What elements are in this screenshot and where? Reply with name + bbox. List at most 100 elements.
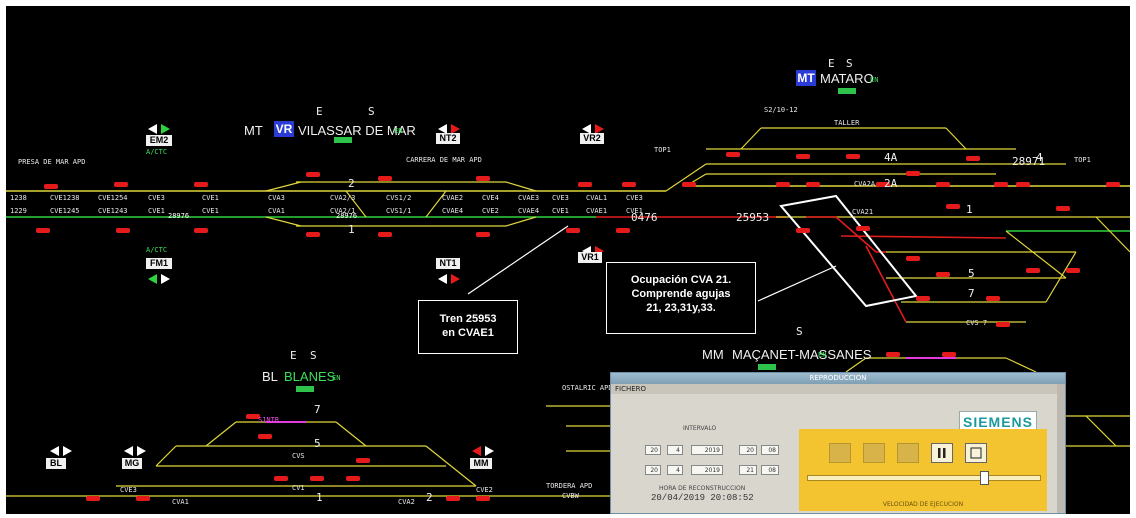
end-minute-field[interactable]: 08 [761, 465, 779, 475]
direction-arrow-left-icon[interactable] [124, 446, 133, 456]
speed-slider-thumb[interactable] [980, 471, 989, 485]
signal-red[interactable] [906, 256, 920, 261]
signal-red[interactable] [936, 272, 950, 277]
direction-arrow-left-icon[interactable] [472, 446, 481, 456]
signal-red[interactable] [856, 226, 870, 231]
signal-red[interactable] [378, 232, 392, 237]
direction-arrow-right-icon[interactable] [161, 124, 170, 134]
block-vr1[interactable]: VR1 [578, 252, 602, 263]
signal-red[interactable] [622, 182, 636, 187]
signal-red[interactable] [476, 232, 490, 237]
end-day-field[interactable]: 20 [645, 465, 661, 475]
signal-red[interactable] [986, 296, 1000, 301]
signal-red[interactable] [116, 228, 130, 233]
station-badge-mataro[interactable]: MT [796, 70, 816, 86]
direction-arrow-right-icon[interactable] [485, 446, 494, 456]
direction-arrow-right-icon[interactable] [451, 124, 460, 134]
signal-red[interactable] [86, 496, 100, 501]
signal-red[interactable] [1066, 268, 1080, 273]
direction-arrow-left-icon[interactable] [438, 124, 447, 134]
signal-red[interactable] [114, 182, 128, 187]
signal-red[interactable] [886, 352, 900, 357]
direction-arrow-right-icon[interactable] [161, 274, 170, 284]
signal-red[interactable] [44, 184, 58, 189]
block-nt2[interactable]: NT2 [436, 133, 460, 144]
signal-red[interactable] [966, 156, 980, 161]
block-fm1[interactable]: FM1 [146, 258, 172, 269]
signal-red[interactable] [994, 182, 1008, 187]
direction-arrow-right-icon[interactable] [451, 274, 460, 284]
dialog-scrollbar[interactable] [1057, 384, 1065, 513]
signal-red[interactable] [566, 228, 580, 233]
signal-red[interactable] [274, 476, 288, 481]
direction-arrow-left-icon[interactable] [50, 446, 59, 456]
signal-red[interactable] [1026, 268, 1040, 273]
signal-red[interactable] [946, 204, 960, 209]
signal-red[interactable] [776, 182, 790, 187]
signal-red[interactable] [1016, 182, 1030, 187]
rewind-button[interactable] [829, 443, 851, 463]
direction-arrow-left-icon[interactable] [148, 124, 157, 134]
signal-red[interactable] [936, 182, 950, 187]
signal-red[interactable] [682, 182, 696, 187]
signal-red[interactable] [806, 182, 820, 187]
start-hour-field[interactable]: 20 [739, 445, 757, 455]
block-mm[interactable]: MM [470, 458, 492, 469]
train-number[interactable]: 28971 [1012, 155, 1046, 168]
block-nt1[interactable]: NT1 [436, 258, 460, 269]
direction-arrow-right-icon[interactable] [63, 446, 72, 456]
signal-red[interactable] [996, 322, 1010, 327]
pause-button[interactable] [931, 443, 953, 463]
direction-arrow-right-icon[interactable] [137, 446, 146, 456]
signal-red[interactable] [194, 228, 208, 233]
block-mg[interactable]: MG [122, 458, 142, 469]
stop-button[interactable] [965, 443, 987, 463]
signal-red[interactable] [306, 172, 320, 177]
train-number[interactable]: 25953 [736, 211, 770, 224]
signal-red[interactable] [796, 228, 810, 233]
start-year-field[interactable]: 2019 [691, 445, 723, 455]
menu-fichero[interactable]: FICHERO [611, 384, 1065, 394]
signal-red[interactable] [906, 171, 920, 176]
signal-red[interactable] [306, 232, 320, 237]
signal-red[interactable] [378, 176, 392, 181]
direction-arrow-left-icon[interactable] [438, 274, 447, 284]
signal-red[interactable] [942, 352, 956, 357]
start-minute-field[interactable]: 08 [761, 445, 779, 455]
train-number[interactable]: 28976 [168, 212, 190, 220]
signal-red[interactable] [446, 496, 460, 501]
block-em2[interactable]: EM2 [146, 135, 172, 146]
reproduction-dialog[interactable]: REPRODUCCION FICHERO SIEMENS INTERVALO 2… [610, 372, 1066, 514]
signal-red[interactable] [476, 496, 490, 501]
signal-red[interactable] [876, 182, 890, 187]
end-month-field[interactable]: 4 [667, 465, 683, 475]
end-year-field[interactable]: 2019 [691, 465, 723, 475]
station-badge-vilassar[interactable]: VR [274, 121, 294, 137]
step-back-button[interactable] [863, 443, 885, 463]
signal-red[interactable] [846, 154, 860, 159]
signal-red[interactable] [36, 228, 50, 233]
signal-red[interactable] [578, 182, 592, 187]
signal-red[interactable] [616, 228, 630, 233]
direction-arrow-left-icon[interactable] [582, 124, 591, 134]
block-vr2[interactable]: VR2 [580, 133, 604, 144]
signal-red[interactable] [726, 152, 740, 157]
end-hour-field[interactable]: 21 [739, 465, 757, 475]
block-bl[interactable]: BL [46, 458, 66, 469]
train-number[interactable]: 28976 [336, 212, 358, 220]
signal-red[interactable] [796, 154, 810, 159]
step-forward-button[interactable] [897, 443, 919, 463]
signal-red[interactable] [476, 176, 490, 181]
signal-red[interactable] [310, 476, 324, 481]
train-number[interactable]: 0476 [631, 211, 658, 224]
direction-arrow-right-icon[interactable] [595, 124, 604, 134]
direction-arrow-left-icon[interactable] [148, 274, 157, 284]
signal-red[interactable] [916, 296, 930, 301]
signal-red[interactable] [356, 458, 370, 463]
start-day-field[interactable]: 20 [645, 445, 661, 455]
signal-red[interactable] [136, 496, 150, 501]
signal-red[interactable] [194, 182, 208, 187]
signal-red[interactable] [346, 476, 360, 481]
speed-slider[interactable] [807, 475, 1041, 481]
signal-red[interactable] [258, 434, 272, 439]
